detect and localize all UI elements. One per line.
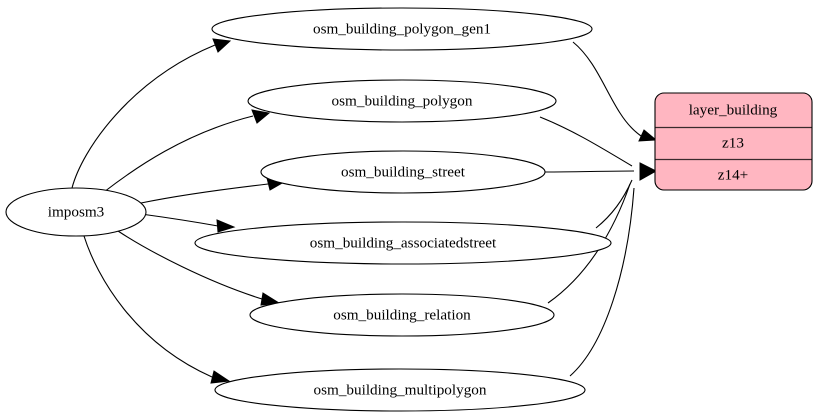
- edge-associatedstreet-to-z14plus: [595, 179, 633, 229]
- edge-polygon-to-z14plus: [539, 116, 633, 167]
- node-osm-building-relation-shape[interactable]: [249, 293, 555, 337]
- node-osm-building-multipolygon-label: osm_building_multipolygon: [314, 381, 487, 398]
- edge-imposm3-to-relation: [117, 230, 263, 300]
- node-osm-building-associatedstreet[interactable]: osm_building_associatedstreet: [194, 221, 612, 265]
- arrowhead-associatedstreet: [216, 219, 236, 233]
- node-osm-building-street-label: osm_building_street: [341, 163, 466, 180]
- node-osm-building-associatedstreet-shape[interactable]: [194, 221, 612, 265]
- arrowhead-z14plus: [639, 162, 658, 181]
- node-osm-building-street-shape[interactable]: [260, 150, 546, 194]
- node-osm-building-polygon[interactable]: osm_building_polygon: [247, 79, 557, 123]
- layer-building-name-label: layer_building: [689, 101, 778, 118]
- arrowhead-polygon: [251, 109, 271, 124]
- edge-polygon-gen1-to-z13: [572, 41, 642, 137]
- node-layer-building[interactable]: layer_building z13 z14+: [654, 92, 813, 191]
- node-osm-building-polygon-label: osm_building_polygon: [332, 92, 473, 109]
- node-imposm3[interactable]: imposm3: [5, 187, 147, 237]
- node-osm-building-relation[interactable]: osm_building_relation: [249, 293, 555, 337]
- arrowhead-z13: [638, 129, 658, 142]
- edge-street-to-z14plus: [544, 170, 635, 173]
- arrowhead-multipolygon: [210, 370, 231, 384]
- edge-group-source: [71, 38, 286, 384]
- node-osm-building-polygon-gen1-label: osm_building_polygon_gen1: [313, 20, 491, 37]
- edge-imposm3-to-associatedstreet: [140, 213, 219, 227]
- node-osm-building-polygon-shape[interactable]: [247, 79, 557, 123]
- arrowhead-polygon-gen1: [212, 38, 232, 53]
- node-osm-building-polygon-gen1-shape[interactable]: [211, 7, 593, 51]
- node-osm-building-relation-label: osm_building_relation: [333, 306, 471, 323]
- node-osm-building-multipolygon-shape[interactable]: [214, 368, 586, 412]
- edge-group-layer: [539, 41, 658, 377]
- edge-imposm3-to-multipolygon: [83, 235, 213, 378]
- node-imposm3-label: imposm3: [48, 203, 105, 220]
- layer-building-z14plus-label: z14+: [718, 166, 749, 183]
- node-osm-building-street[interactable]: osm_building_street: [260, 150, 546, 194]
- node-osm-building-multipolygon[interactable]: osm_building_multipolygon: [214, 368, 586, 412]
- layer-building-z13-label: z13: [722, 134, 744, 151]
- edge-imposm3-to-polygon: [103, 115, 254, 193]
- node-osm-building-polygon-gen1[interactable]: osm_building_polygon_gen1: [211, 7, 593, 51]
- edge-multipolygon-to-z14plus: [569, 187, 635, 377]
- edge-imposm3-to-street: [140, 183, 269, 204]
- edge-imposm3-to-polygon-gen1: [71, 44, 216, 189]
- node-osm-building-associatedstreet-label: osm_building_associatedstreet: [310, 234, 497, 251]
- layer-building-box[interactable]: [654, 92, 813, 191]
- node-imposm3-shape[interactable]: [5, 187, 147, 237]
